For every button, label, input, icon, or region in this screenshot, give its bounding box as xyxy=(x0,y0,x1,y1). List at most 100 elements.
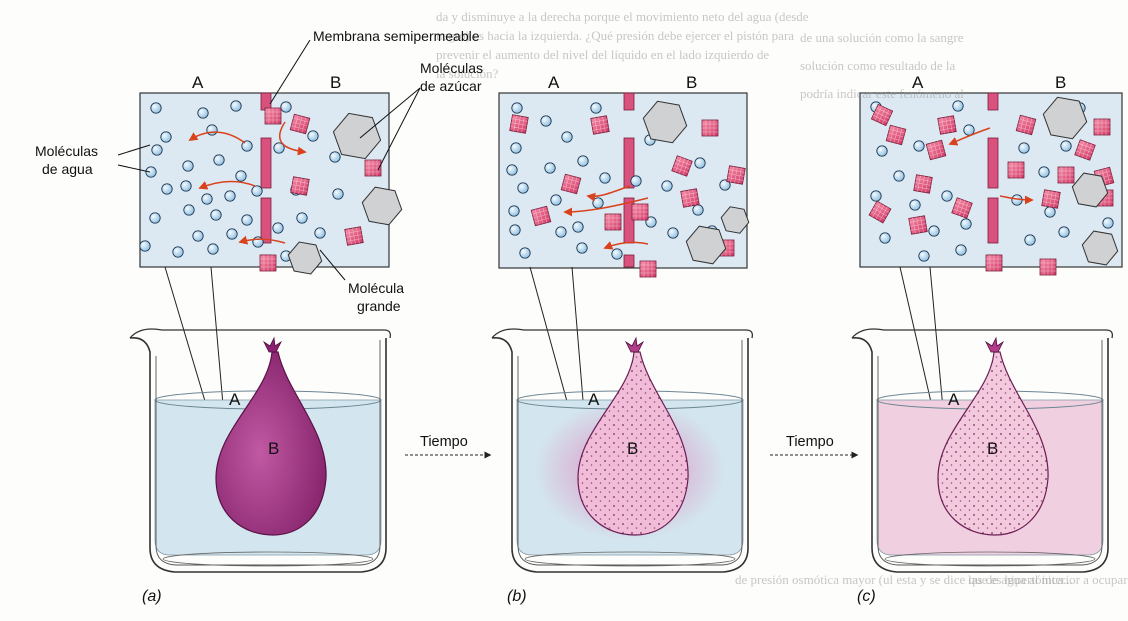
sugar-molecule-icon xyxy=(591,116,610,135)
box-b-label-a: A xyxy=(548,75,559,91)
water-molecule-icon xyxy=(1019,143,1029,153)
beaker-b-label-a: A xyxy=(588,392,599,408)
bleed-text-2: negro) es hacia la izquierda. ¿Qué presi… xyxy=(436,28,794,44)
beaker-a-label-b: B xyxy=(268,441,279,457)
box-a-label-b: B xyxy=(330,75,341,91)
bleed-text-9: las de agua al interior a ocupar xyxy=(968,572,1128,588)
membrane-icon xyxy=(988,93,998,110)
sugar-molecule-icon xyxy=(1042,190,1061,209)
membrane-icon xyxy=(261,93,271,110)
water-molecule-icon xyxy=(591,103,601,113)
water-molecule-icon xyxy=(281,102,291,112)
label-moleculas-agua-1: Moléculas xyxy=(35,143,98,159)
water-molecule-icon xyxy=(541,116,551,126)
water-molecule-icon xyxy=(578,156,588,166)
water-molecule-icon xyxy=(551,195,561,205)
beaker-c-label-a: A xyxy=(948,392,959,408)
water-molecule-icon xyxy=(227,229,237,239)
water-molecule-icon xyxy=(211,210,221,220)
sugar-molecule-icon xyxy=(291,177,310,196)
label-molecula-grande-2: grande xyxy=(357,298,401,314)
water-molecule-icon xyxy=(593,198,603,208)
water-molecule-icon xyxy=(953,101,963,111)
water-molecule-icon xyxy=(207,125,217,135)
water-molecule-icon xyxy=(198,108,208,118)
water-molecule-icon xyxy=(1025,235,1035,245)
water-molecule-icon xyxy=(942,191,952,201)
box-a-label-a: A xyxy=(192,75,203,91)
sugar-molecule-icon xyxy=(909,216,928,235)
label-tiempo-1: Tiempo xyxy=(420,434,468,450)
water-molecule-icon xyxy=(173,247,183,257)
water-molecule-icon xyxy=(662,181,672,191)
box-c-label-a: A xyxy=(912,75,923,91)
sugar-molecule-icon xyxy=(265,108,281,124)
sugar-molecule-icon xyxy=(1094,119,1110,135)
beaker-b-label-b: B xyxy=(627,441,638,457)
bleed-text-5: de una solución como la sangre xyxy=(800,30,964,46)
water-molecule-icon xyxy=(668,228,678,238)
water-molecule-icon xyxy=(910,200,920,210)
beaker-a xyxy=(130,329,390,572)
label-moleculas-azucar-2: de azúcar xyxy=(420,78,481,94)
water-molecule-icon xyxy=(964,125,974,135)
water-molecule-icon xyxy=(1059,227,1069,237)
water-molecule-icon xyxy=(518,183,528,193)
sugar-molecule-icon xyxy=(260,255,276,271)
sugar-molecule-icon xyxy=(605,214,621,230)
sugar-molecule-icon xyxy=(938,116,957,135)
water-molecule-icon xyxy=(520,248,530,258)
sugar-molecule-icon xyxy=(914,175,933,194)
water-molecule-icon xyxy=(208,244,218,254)
sugar-molecule-icon xyxy=(727,166,746,185)
water-molecule-icon xyxy=(877,146,887,156)
beaker-rim xyxy=(492,329,752,338)
water-molecule-icon xyxy=(151,103,161,113)
water-molecule-icon xyxy=(1103,218,1113,228)
label-moleculas-agua-2: de agua xyxy=(42,161,93,177)
water-molecule-icon xyxy=(231,101,241,111)
membrane-icon xyxy=(261,198,271,243)
membrane-icon xyxy=(988,138,998,188)
water-molecule-icon xyxy=(330,152,340,162)
membrane-icon xyxy=(624,93,634,110)
water-molecule-icon xyxy=(507,165,517,175)
water-molecule-icon xyxy=(161,132,171,142)
sugar-molecule-icon xyxy=(986,255,1002,271)
water-molecule-icon xyxy=(509,206,519,216)
water-molecule-icon xyxy=(162,184,172,194)
beaker-rim xyxy=(852,329,1112,338)
bleed-text-3: prevenir el aumento del nivel del líquid… xyxy=(436,47,769,63)
water-molecule-icon xyxy=(1045,207,1055,217)
water-molecule-icon xyxy=(695,158,705,168)
water-molecule-icon xyxy=(512,103,522,113)
water-molecule-icon xyxy=(914,141,924,151)
caption-a: (a) xyxy=(142,589,162,605)
water-molecule-icon xyxy=(184,205,194,215)
beaker-b xyxy=(492,329,752,572)
water-molecule-icon xyxy=(562,132,572,142)
beaker-c-label-b: B xyxy=(987,441,998,457)
water-molecule-icon xyxy=(919,251,929,261)
sugar-molecule-icon xyxy=(510,115,529,134)
sugar-molecule-icon xyxy=(1058,167,1074,183)
beaker-c xyxy=(852,329,1112,572)
water-molecule-icon xyxy=(511,143,521,153)
water-molecule-icon xyxy=(545,163,555,173)
water-molecule-icon xyxy=(956,245,966,255)
water-molecule-icon xyxy=(1039,167,1049,177)
water-molecule-icon xyxy=(214,155,224,165)
water-molecule-icon xyxy=(273,223,283,233)
water-molecule-icon xyxy=(929,226,939,236)
membrane-icon xyxy=(261,138,271,188)
water-molecule-icon xyxy=(252,186,262,196)
sugar-molecule-icon xyxy=(1008,162,1024,178)
beaker-rim xyxy=(130,329,390,338)
water-molecule-icon xyxy=(333,189,343,199)
water-molecule-icon xyxy=(631,176,641,186)
water-molecule-icon xyxy=(146,167,156,177)
label-molecula-grande-1: Molécula xyxy=(348,280,404,296)
water-molecule-icon xyxy=(510,225,520,235)
label-tiempo-2: Tiempo xyxy=(786,434,834,450)
caption-c: (c) xyxy=(857,589,876,605)
